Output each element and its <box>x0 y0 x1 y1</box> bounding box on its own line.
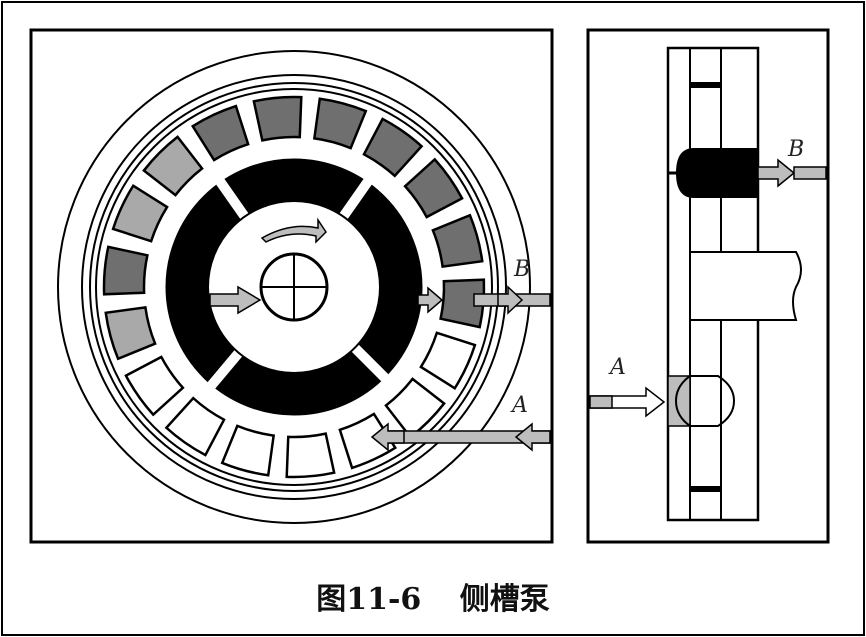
front-view: B A <box>29 28 554 544</box>
figure-caption: 图11-6 侧槽泵 <box>0 574 866 618</box>
impeller-cell <box>312 97 368 150</box>
impeller-cell <box>111 184 169 243</box>
outlet-b-pipe-side <box>793 166 827 180</box>
inlet-block <box>667 375 691 427</box>
inlet-port-outline <box>674 375 736 427</box>
impeller-cells <box>102 95 486 479</box>
side-view-frame <box>586 28 830 544</box>
impeller-cell <box>142 135 204 197</box>
outlet-label-front: B <box>513 257 530 282</box>
chamber-partitions <box>206 177 390 390</box>
casing-ring-3 <box>89 82 499 492</box>
impeller-cell <box>104 305 157 361</box>
impeller-cell <box>124 355 185 417</box>
inner-flow-arrow <box>209 285 262 315</box>
inlet-a-arrow-outer <box>514 422 551 452</box>
impeller-cell <box>362 117 424 178</box>
impeller-cell <box>419 331 477 390</box>
impeller-cell <box>431 213 484 269</box>
front-view-frame <box>29 28 554 544</box>
impeller-cell <box>191 104 250 162</box>
inlet-a-arrow-inner <box>370 422 405 452</box>
bottom-seal <box>690 486 721 492</box>
casing-ring-4 <box>95 88 493 486</box>
shaft-section <box>689 251 802 321</box>
figure-number: 图11-6 <box>316 582 422 617</box>
chamber-partition <box>349 342 390 383</box>
top-seal <box>690 82 721 88</box>
inlet-label-front: A <box>510 393 528 418</box>
outlet-b-arrow-outer <box>497 285 524 315</box>
outlet-b-arrow-side <box>757 158 796 188</box>
side-view: B A <box>586 28 830 544</box>
outlet-label-side: B <box>787 137 804 162</box>
inlet-label-side: A <box>608 355 626 380</box>
chamber-partition <box>206 348 244 390</box>
outlet-chamber <box>676 148 758 198</box>
impeller-cell <box>384 377 446 439</box>
impeller-cell <box>285 432 336 479</box>
chamber-partition <box>338 177 373 222</box>
figure-title: 侧槽泵 <box>459 582 550 617</box>
rotation-arrow <box>260 217 327 244</box>
impeller-cell <box>220 424 276 477</box>
chamber-partition <box>215 177 250 222</box>
outlet-b-arrow-inner <box>417 286 444 314</box>
impeller-cell <box>338 412 397 470</box>
impeller-cell <box>164 396 226 457</box>
casing-ring-2 <box>81 74 507 500</box>
impeller-cell <box>252 95 303 142</box>
impeller-cell <box>102 245 149 296</box>
impeller-cell <box>403 157 464 219</box>
inlet-a-pipe-side <box>589 395 613 409</box>
